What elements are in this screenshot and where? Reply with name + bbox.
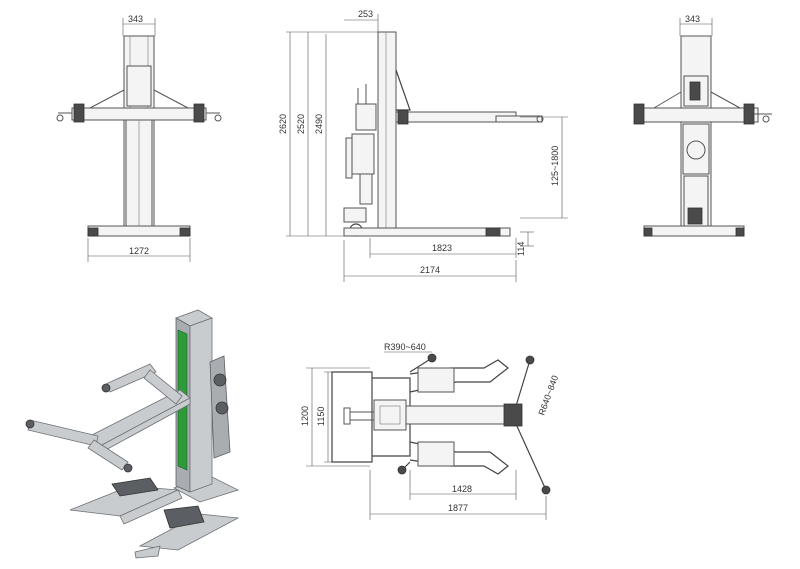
isometric-view [25,309,240,559]
plan-width-inner-label: 1150 [316,407,326,426]
side-lift-range-label: 125~1800 [550,146,560,186]
plan-length-1-label: 1428 [452,484,472,494]
front-view: 343 1272 [56,14,222,262]
side-total-length-label: 2174 [420,265,440,275]
side-arm-length-label: 1823 [432,243,452,253]
side-height-2-label: 2520 [296,114,306,134]
plan-arm-radius-long-label: R640~840 [536,374,560,417]
plan-width-outer-label: 1200 [300,406,310,426]
front-top-width-label: 343 [128,14,143,24]
side-ground-clearance-label: 114 [516,242,526,256]
plan-length-2-label: 1877 [448,503,468,513]
plan-view: 1200 1150 R390~640 R640~840 1 [300,342,560,520]
plan-arm-radius-short-label: R390~640 [384,342,426,352]
front-base-width-label: 1272 [129,246,149,256]
rear-view: 343 [633,14,772,237]
rear-top-width-label: 343 [685,14,700,24]
side-height-3-label: 2490 [314,114,324,134]
side-top-offset-label: 253 [358,9,373,19]
side-view: 253 2620 2520 2490 125~1 [278,9,568,282]
side-total-height-label: 2620 [278,114,288,134]
